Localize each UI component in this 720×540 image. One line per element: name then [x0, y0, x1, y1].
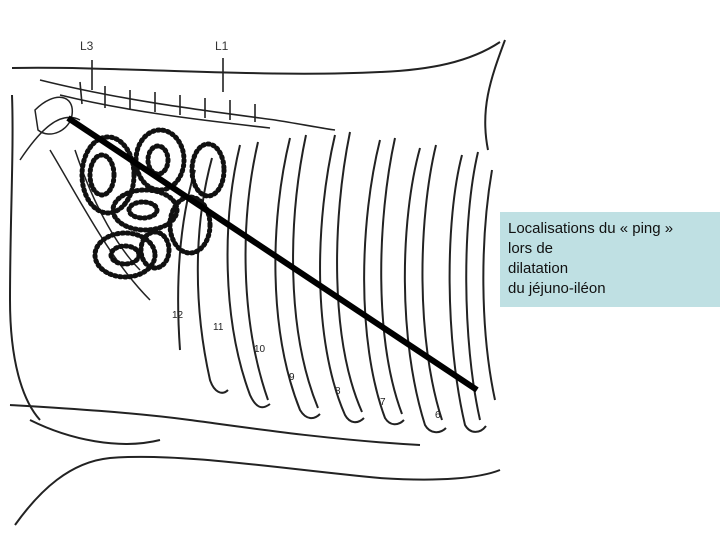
rib-number-10: 10 — [254, 344, 266, 355]
rib-number-7: 7 — [380, 397, 386, 408]
rib-number-9: 9 — [289, 372, 295, 383]
rib-number-11: 11 — [213, 322, 224, 333]
diagonal-line — [66, 115, 479, 393]
caption-line-2: lors de — [508, 240, 554, 257]
ping-zones — [79, 127, 227, 280]
rib-number-12: 12 — [172, 310, 184, 321]
caption-box: Localisations du « ping » lors de dilata… — [500, 212, 720, 307]
body-outline — [8, 39, 506, 526]
rib-number-8: 8 — [335, 386, 341, 397]
spine — [39, 58, 336, 131]
caption-line-4: du jéjuno-iléon — [508, 280, 606, 297]
caption-line-3: dilatation — [508, 260, 569, 277]
caption-line-1: Localisations du « ping » — [508, 220, 674, 237]
vertebra-label-l1: L1 — [215, 39, 229, 53]
ribs — [177, 131, 496, 434]
vertebra-label-l3: L3 — [80, 39, 94, 53]
rib-number-6: 6 — [435, 410, 441, 421]
